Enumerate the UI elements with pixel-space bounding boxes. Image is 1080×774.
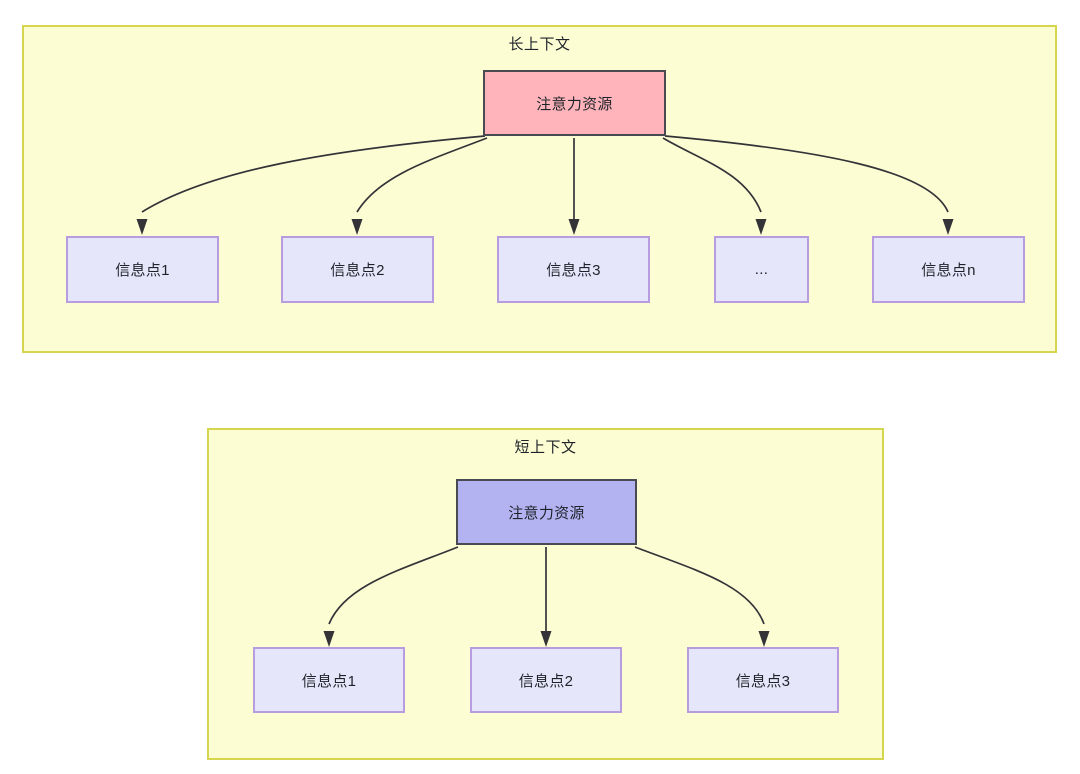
node-label: 信息点n: [921, 262, 976, 279]
node-info-point-long-3[interactable]: 信息点3: [497, 236, 650, 303]
node-label: 信息点2: [330, 262, 385, 279]
node-info-point-long-2[interactable]: 信息点2: [281, 236, 434, 303]
node-label: 信息点3: [735, 672, 791, 690]
node-info-point-long-ellipsis[interactable]: ...: [714, 236, 809, 303]
node-label: 信息点3: [546, 262, 601, 279]
panel-short-context-title: 短上下文: [514, 439, 577, 456]
node-info-point-long-1[interactable]: 信息点1: [66, 236, 219, 303]
node-attention-resource-long[interactable]: 注意力资源: [483, 70, 666, 136]
node-label: 注意力资源: [508, 504, 585, 522]
node-info-point-short-2[interactable]: 信息点2: [470, 647, 622, 713]
node-attention-resource-short[interactable]: 注意力资源: [456, 479, 637, 545]
node-info-point-long-n[interactable]: 信息点n: [872, 236, 1025, 303]
node-info-point-short-3[interactable]: 信息点3: [687, 647, 839, 713]
node-label: 信息点1: [301, 672, 357, 690]
node-label: ...: [754, 261, 769, 278]
panel-long-context-title: 长上下文: [508, 36, 571, 53]
node-label: 注意力资源: [536, 95, 613, 113]
node-label: 信息点2: [518, 672, 574, 690]
node-label: 信息点1: [115, 262, 170, 279]
node-info-point-short-1[interactable]: 信息点1: [253, 647, 405, 713]
